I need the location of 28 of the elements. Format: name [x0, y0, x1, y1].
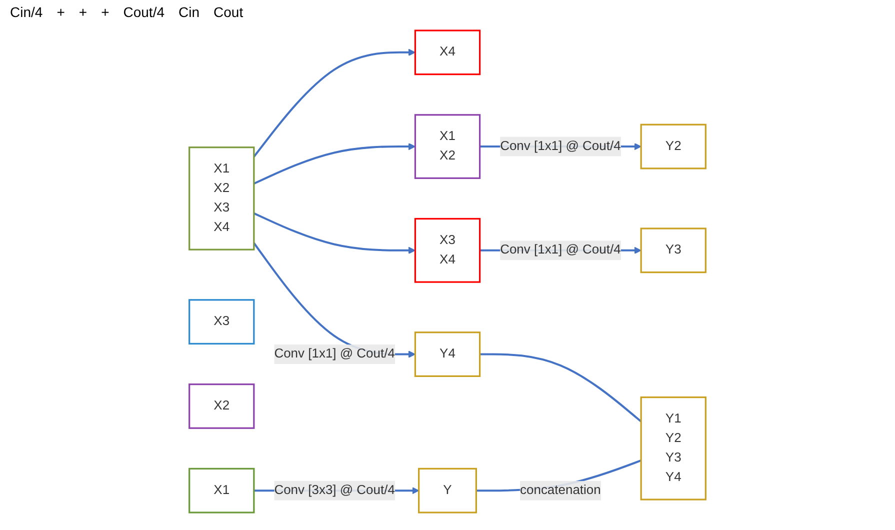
- arrow: [254, 212, 416, 254]
- note-label: +: [101, 4, 110, 20]
- node-box: X3 X4: [414, 218, 481, 283]
- note-label: Cout/4: [123, 4, 164, 20]
- edge-label: concatenation: [520, 483, 601, 498]
- node-box: X3: [188, 299, 255, 345]
- note-label: +: [78, 4, 88, 20]
- arrow: [254, 142, 416, 185]
- node-box: X4: [414, 30, 481, 76]
- edge-label: Conv [1x1] @ Cout/4: [500, 243, 621, 257]
- node-box: X1 X2: [414, 114, 481, 179]
- edge-label: Conv [1x1] @ Cout/4: [274, 346, 395, 361]
- connector: [480, 353, 642, 422]
- node-box: Y3: [640, 228, 706, 274]
- note-label: Cin: [178, 4, 200, 20]
- node-box: Y4: [414, 332, 481, 377]
- note-label: Cout: [214, 4, 244, 20]
- edge-label: Conv [1x1] @ Cout/4: [500, 139, 621, 154]
- arrow: [253, 48, 416, 158]
- node-box: Y: [418, 468, 477, 514]
- node-box: Y2: [640, 124, 706, 170]
- node-box: X2: [188, 383, 255, 429]
- node-box: X1 X2 X3 X4: [188, 146, 255, 250]
- node-box: Y1 Y2 Y3 Y4: [640, 396, 706, 500]
- note-label: +: [56, 4, 65, 20]
- node-box: X1: [188, 468, 255, 514]
- note-label: Cin/4: [10, 4, 43, 20]
- edge-label: Conv [3x3] @ Cout/4: [274, 483, 395, 498]
